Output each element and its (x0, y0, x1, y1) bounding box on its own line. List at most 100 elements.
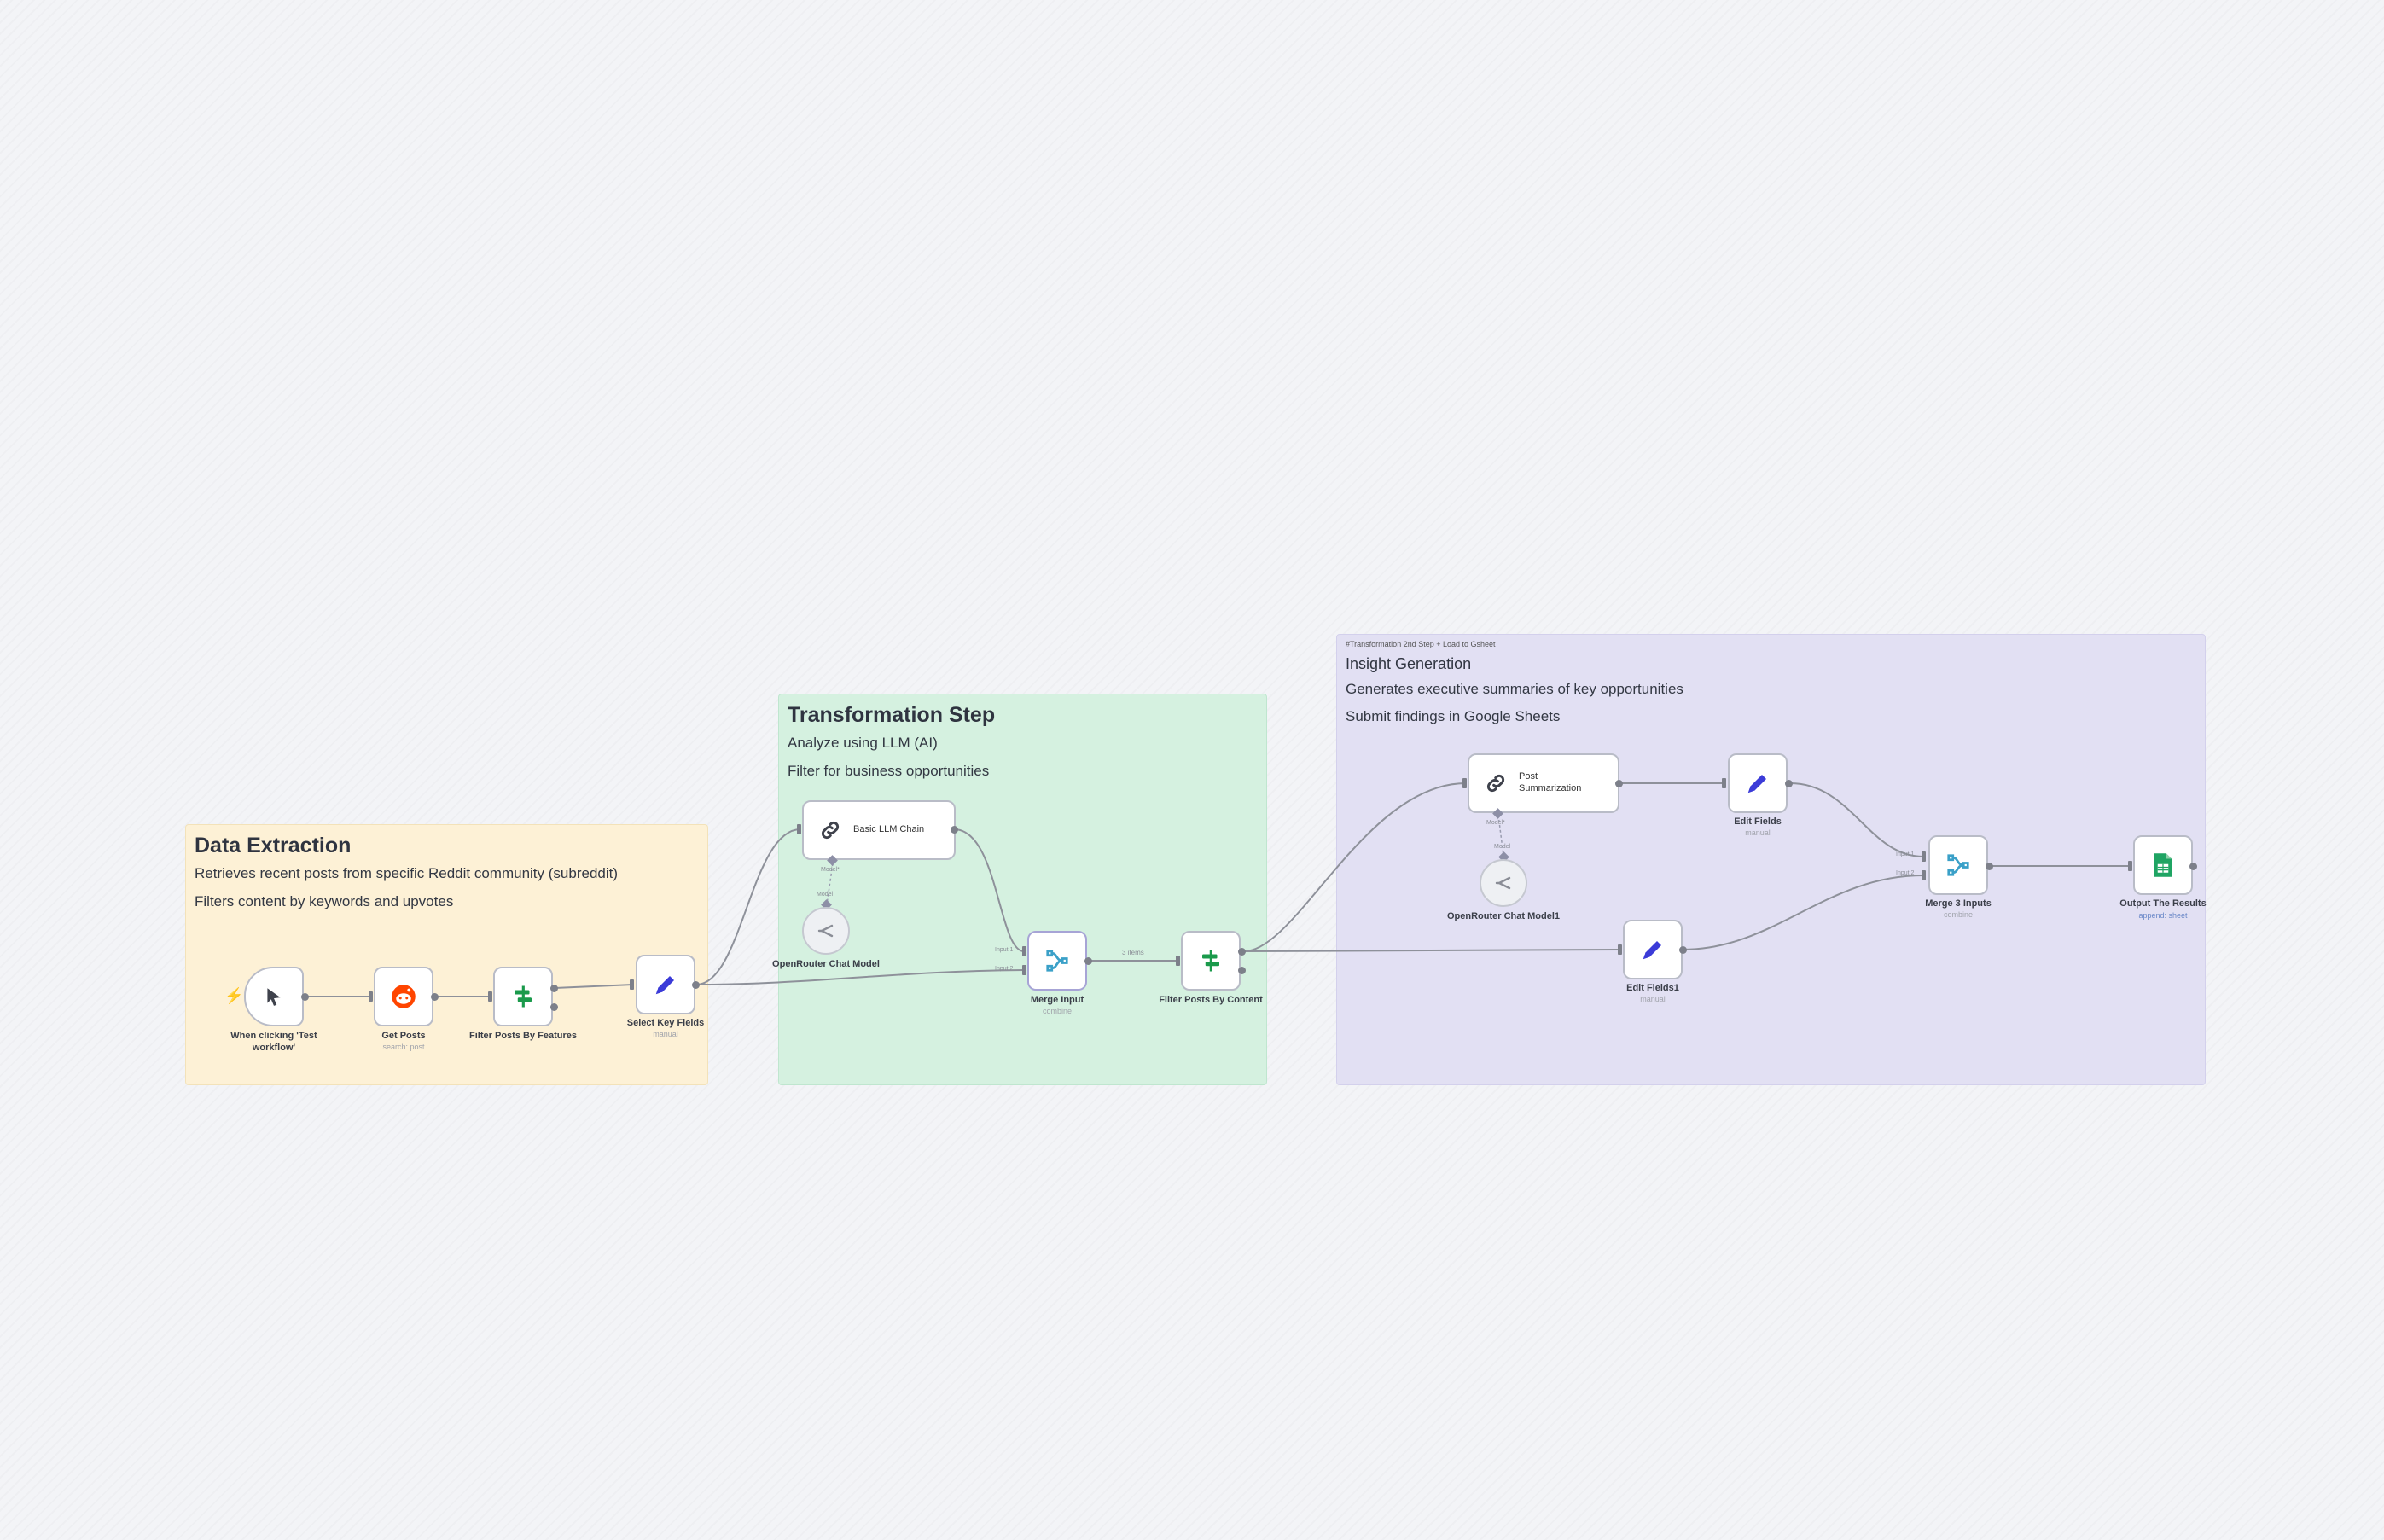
node-openrouter-chat-model1[interactable] (1480, 859, 1527, 907)
openrouter-icon (1491, 870, 1516, 896)
node-label: Merge 3 Inputs (1925, 898, 1992, 909)
filter-icon (1198, 948, 1224, 973)
edge-item-count: 3 items (1122, 949, 1144, 956)
input-port[interactable] (1462, 778, 1467, 788)
output-port[interactable] (1679, 946, 1687, 954)
node-label: Select Key Fields (626, 1018, 705, 1028)
pencil-icon (1640, 937, 1666, 962)
note-line: Analyze using LLM (AI) (788, 735, 938, 751)
node-label: Filter Posts By Features (469, 1031, 577, 1041)
openrouter-icon (813, 918, 839, 944)
model-port-label: Model* (1486, 820, 1505, 826)
node-trigger[interactable] (244, 967, 304, 1026)
input-port[interactable] (630, 979, 634, 990)
input-port[interactable] (2128, 861, 2132, 871)
input-port[interactable] (1618, 944, 1622, 955)
output-port[interactable] (1986, 863, 1993, 870)
sticky-note-transformation[interactable]: Transformation Step Analyze using LLM (A… (778, 694, 1267, 1085)
node-label: OpenRouter Chat Model (772, 959, 880, 969)
output-port[interactable] (550, 985, 558, 992)
input-port[interactable] (369, 991, 373, 1002)
pencil-icon (1745, 770, 1771, 796)
merge-icon (1044, 948, 1070, 973)
reddit-icon (391, 984, 416, 1009)
cursor-icon (261, 984, 287, 1009)
sticky-note-insight-generation[interactable]: #Transformation 2nd Step + Load to Gshee… (1336, 634, 2206, 1085)
input-port[interactable] (488, 991, 492, 1002)
note-line: Generates executive summaries of key opp… (1346, 681, 1683, 697)
node-select-key-fields[interactable] (636, 955, 695, 1014)
trigger-bolt-icon: ⚡ (224, 987, 244, 1004)
node-subtitle: combine (1042, 1007, 1073, 1015)
node-label: When clicking 'Test workflow' (230, 1031, 317, 1053)
input-port[interactable] (1922, 870, 1926, 880)
note-heading-small: #Transformation 2nd Step + Load to Gshee… (1346, 640, 1496, 648)
output-port[interactable] (550, 1003, 558, 1011)
node-label: Basic LLM Chain (853, 824, 925, 835)
node-post-summarization[interactable]: Post Summarization (1468, 753, 1619, 813)
node-label: Output The Results (2119, 898, 2207, 909)
node-label: OpenRouter Chat Model1 (1446, 911, 1560, 921)
input-port[interactable] (1722, 778, 1726, 788)
node-subtitle: manual (1640, 995, 1666, 1003)
chain-icon (817, 817, 843, 843)
output-port[interactable] (1238, 948, 1246, 956)
node-output-results[interactable] (2133, 835, 2193, 895)
filter-icon (510, 984, 536, 1009)
sticky-note-data-extraction[interactable]: Data Extraction Retrieves recent posts f… (185, 824, 708, 1085)
model-port-label: Model (1494, 844, 1511, 850)
node-filter-features[interactable] (493, 967, 553, 1026)
output-port[interactable] (692, 981, 700, 989)
input-label: Input 2 (995, 966, 1014, 972)
note-title: Insight Generation (1346, 655, 1472, 672)
note-line: Retrieves recent posts from specific Red… (195, 865, 619, 881)
output-port[interactable] (1238, 967, 1246, 974)
input-port[interactable] (797, 824, 801, 834)
model-port-label: Model (817, 892, 834, 898)
node-subtitle: combine (1943, 910, 1974, 919)
input-label: Input 1 (1896, 851, 1915, 857)
node-basic-llm-chain[interactable]: Basic LLM Chain (802, 800, 956, 860)
note-title: Data Extraction (195, 834, 352, 857)
node-label: Post Summarization (1519, 771, 1582, 793)
output-port[interactable] (431, 993, 439, 1001)
input-port[interactable] (1922, 851, 1926, 862)
input-label: Input 2 (1896, 870, 1915, 876)
pencil-icon (653, 972, 678, 997)
node-edit-fields[interactable] (1728, 753, 1788, 813)
output-port[interactable] (1615, 780, 1623, 787)
node-merge-3-inputs[interactable] (1928, 835, 1988, 895)
note-line: Submit findings in Google Sheets (1346, 708, 1561, 725)
node-filter-content[interactable] (1181, 931, 1241, 991)
output-port[interactable] (1084, 957, 1092, 965)
sheets-icon (2150, 852, 2176, 878)
node-subtitle: manual (653, 1030, 678, 1038)
input-label: Input 1 (995, 947, 1014, 953)
node-label: Merge Input (1030, 995, 1084, 1005)
input-port[interactable] (1022, 946, 1026, 956)
node-label: Edit Fields (1734, 816, 1782, 827)
node-openrouter-chat-model[interactable] (802, 907, 850, 955)
note-line: Filter for business opportunities (788, 763, 990, 780)
node-label: Filter Posts By Content (1159, 995, 1263, 1005)
node-edit-fields1[interactable] (1623, 920, 1683, 979)
note-line: Filters content by keywords and upvotes (195, 893, 454, 910)
output-port[interactable] (301, 993, 309, 1001)
output-port[interactable] (2189, 863, 2197, 870)
node-merge-input[interactable] (1027, 931, 1087, 991)
node-subtitle: search: post (382, 1043, 425, 1051)
node-label: Get Posts (381, 1031, 426, 1041)
input-port[interactable] (1022, 965, 1026, 975)
note-title: Transformation Step (788, 703, 996, 727)
node-get-posts[interactable] (374, 967, 433, 1026)
node-subtitle: manual (1745, 828, 1771, 837)
model-port-label: Model* (821, 867, 840, 873)
node-subtitle: append: sheet (2138, 911, 2188, 920)
merge-icon (1945, 852, 1971, 878)
chain-icon (1483, 770, 1509, 796)
output-port[interactable] (951, 826, 958, 834)
input-port[interactable] (1176, 956, 1180, 966)
output-port[interactable] (1785, 780, 1793, 787)
node-label: Edit Fields1 (1626, 983, 1679, 993)
